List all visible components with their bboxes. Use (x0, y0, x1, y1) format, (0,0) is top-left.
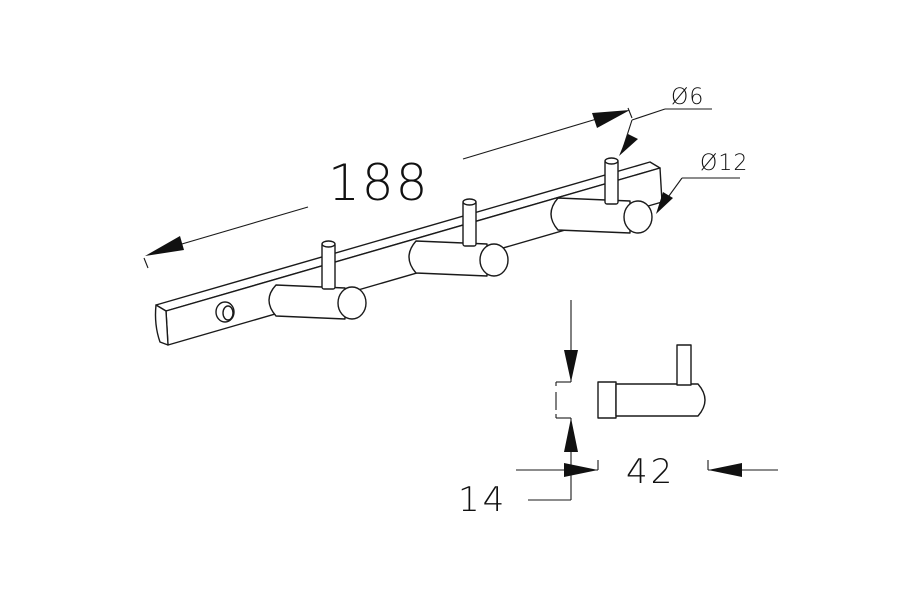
height-dimension (528, 300, 578, 501)
rail-left-end (154, 304, 169, 346)
hook-3 (550, 157, 653, 234)
hook-1 (268, 240, 367, 320)
hook-diameter-leader (656, 177, 740, 214)
mounting-hole-inner (222, 305, 234, 321)
pin-diameter-label: Ø6 (671, 85, 704, 110)
pin-diameter-leader (619, 108, 712, 156)
length-dimension (143, 107, 633, 269)
hook-diameter-label: Ø12 (700, 151, 748, 176)
height-label: 14 (458, 480, 507, 520)
side-view-hook (597, 344, 706, 419)
depth-label: 42 (626, 452, 675, 492)
length-label: 188 (328, 154, 429, 212)
hook-2 (408, 198, 509, 277)
depth-dimension (516, 460, 778, 477)
